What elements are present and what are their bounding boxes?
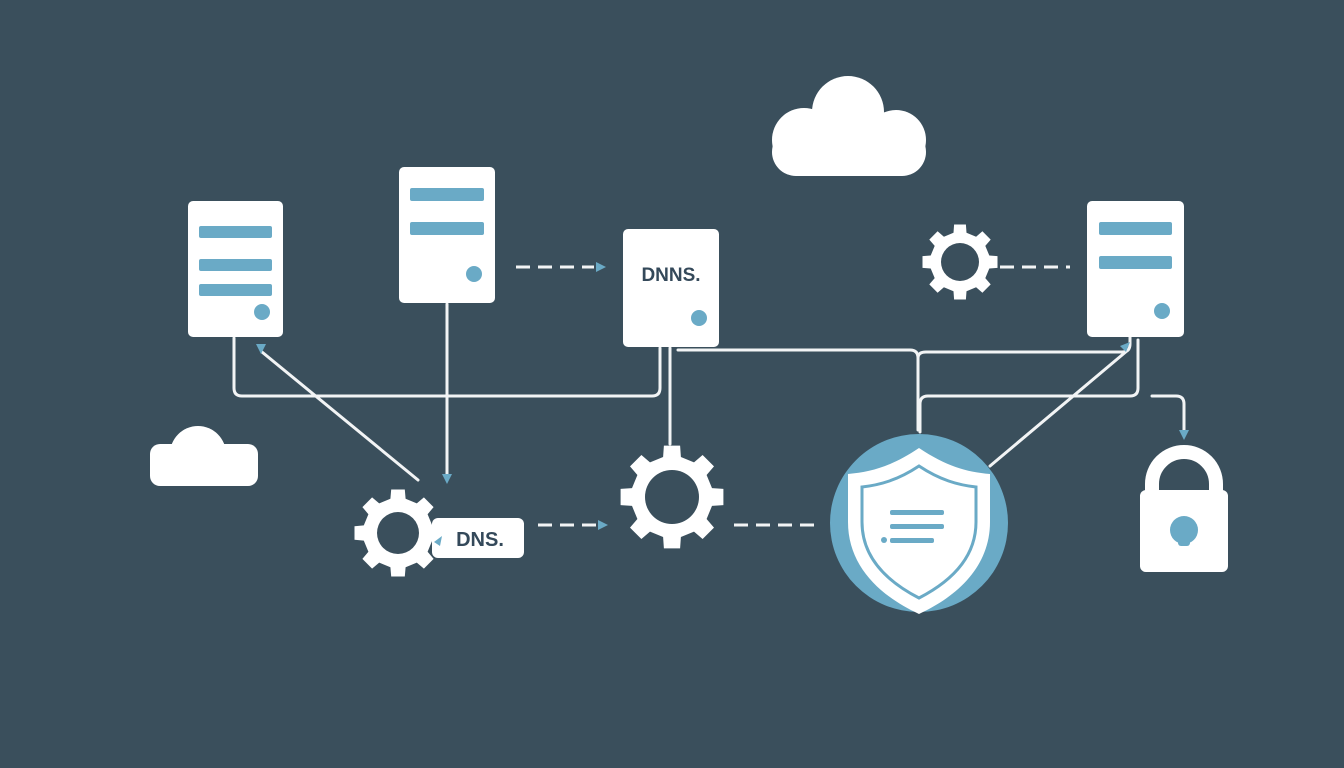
gear-icon	[922, 224, 998, 300]
connector-server3-shield-diagonal	[988, 348, 1130, 468]
server-icon	[188, 201, 283, 337]
connector-arrowheads	[256, 262, 1189, 530]
dns-tag: DNS.	[432, 518, 524, 558]
cloud-icon	[772, 76, 926, 176]
connector-dnns-server3	[676, 334, 1132, 432]
arrowhead-server2	[442, 474, 452, 484]
server-icon	[1087, 201, 1184, 337]
dns-box-label: DNNS.	[641, 265, 700, 286]
arrowhead-dns-dashed-2	[598, 520, 608, 530]
gear-hole	[645, 470, 699, 524]
gear-icon	[354, 489, 442, 577]
dashed-connectors	[516, 265, 1070, 527]
gear-icon	[620, 445, 724, 549]
arrowhead-dns-dashed-1	[596, 262, 606, 272]
shield-icon	[830, 434, 1008, 614]
arrowhead-server1	[256, 344, 266, 354]
arrowhead-padlock	[1179, 430, 1189, 440]
server-icon	[399, 167, 495, 303]
cloud-icon	[150, 426, 258, 486]
connector-to-padlock	[1150, 394, 1186, 434]
gear-hole	[377, 512, 419, 554]
connector-server3-shield	[918, 338, 1140, 434]
connector-lines	[232, 302, 1186, 482]
padlock-icon	[1140, 445, 1228, 572]
arrowhead-server3	[1120, 342, 1130, 352]
connector-server1-gear	[260, 350, 420, 482]
gear-hole	[941, 243, 979, 281]
dns-tag-label: DNS.	[456, 529, 504, 551]
dns-server-box: DNNS.	[623, 229, 719, 347]
pointer-icon	[434, 536, 442, 546]
